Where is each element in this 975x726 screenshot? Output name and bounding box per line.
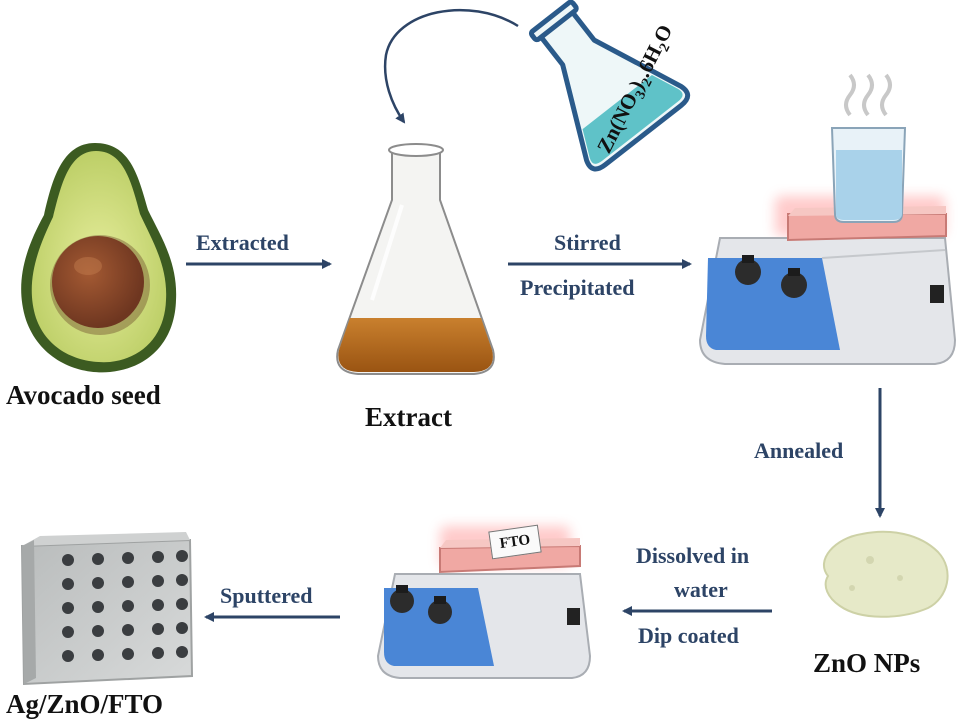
- step-annealed: Annealed: [754, 438, 844, 463]
- hotplate-stirrer-image: [698, 73, 957, 365]
- step-sputtered: Sputtered: [220, 583, 313, 608]
- hotplate-coating-image: [376, 526, 592, 679]
- label-zno-nps: ZnO NPs: [813, 648, 921, 678]
- zno-powder-image: [822, 530, 949, 618]
- step-dissolved-line2: water: [674, 577, 728, 602]
- reagent-flask-image: [528, 0, 691, 172]
- label-avocado-seed: Avocado seed: [6, 380, 161, 410]
- extract-flask-image: [336, 143, 495, 375]
- step-dip-coated: Dip coated: [638, 623, 739, 648]
- ag-zno-fto-substrate-image: [20, 532, 194, 686]
- step-precipitated: Precipitated: [520, 275, 635, 300]
- avocado-seed-image: [21, 143, 177, 373]
- reagent-add-arrow: [383, 8, 519, 124]
- step-dissolved-line1: Dissolved in: [636, 543, 750, 568]
- label-extract: Extract: [365, 402, 452, 432]
- step-stirred: Stirred: [554, 230, 621, 255]
- label-ag-zno-fto: Ag/ZnO/FTO: [6, 689, 164, 719]
- step-extracted: Extracted: [196, 230, 289, 255]
